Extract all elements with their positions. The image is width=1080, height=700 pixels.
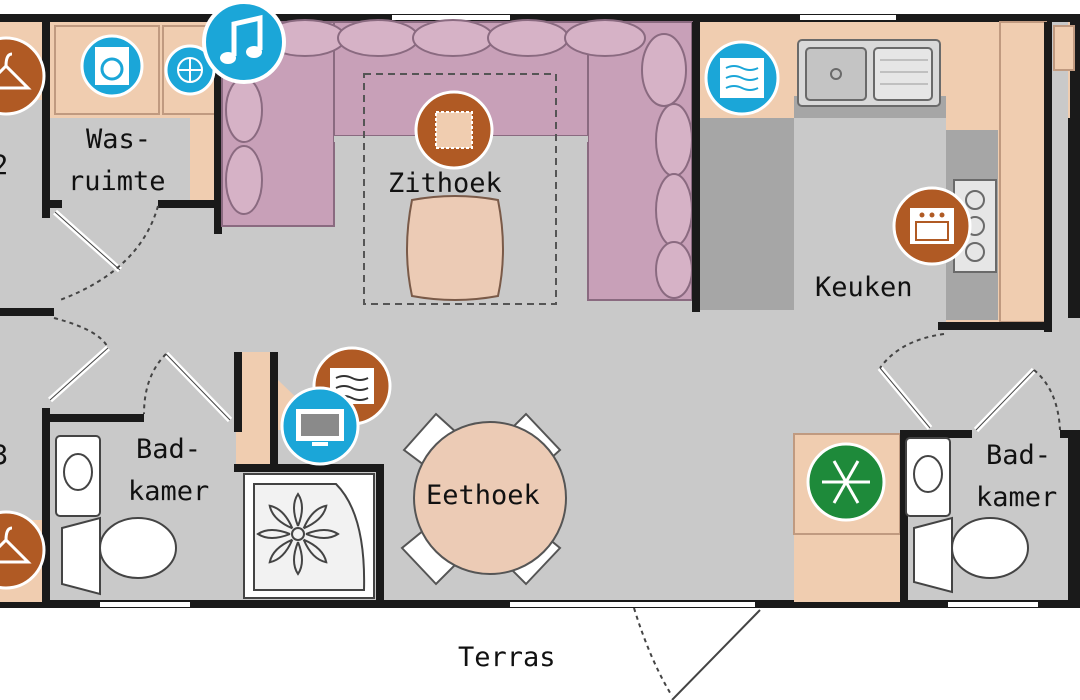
rug — [363, 73, 557, 305]
oven-icon — [892, 186, 972, 266]
windows — [100, 15, 1038, 607]
bedroom-2-label: 2 — [0, 150, 8, 181]
keuken-label: Keuken — [815, 272, 913, 303]
washing-machine-icon — [80, 34, 144, 98]
kitchen-area — [692, 21, 1075, 332]
wasruimte-label-line1: Was- — [86, 124, 151, 155]
shower — [243, 473, 375, 599]
badkamer-right-room — [793, 333, 1072, 604]
wasruimte-label-line2: ruimte — [68, 166, 166, 197]
terras-label: Terras — [458, 642, 556, 673]
music-icon — [202, 0, 286, 84]
badkamer-left-label-line2: kamer — [128, 476, 209, 507]
kitchen-sink — [797, 39, 941, 107]
fireplace-icon — [414, 90, 494, 170]
freezer-icon — [806, 442, 886, 522]
eethoek-label: Eethoek — [426, 480, 540, 511]
bedroom-3-label: 3 — [0, 440, 8, 471]
tv-icon — [280, 386, 360, 466]
hanger-icon — [0, 36, 46, 116]
hanger-icon — [0, 510, 46, 590]
badkamer-right-label-line1: Bad- — [986, 440, 1051, 471]
badkamer-right-label-line2: kamer — [976, 482, 1057, 513]
heater-icon — [704, 40, 780, 116]
dining-table — [413, 421, 567, 575]
coffee-table — [406, 195, 504, 301]
dining-set — [400, 412, 567, 586]
terras-door — [633, 607, 763, 700]
zithoek-label: Zithoek — [388, 168, 502, 199]
badkamer-left-label-line1: Bad- — [136, 434, 201, 465]
